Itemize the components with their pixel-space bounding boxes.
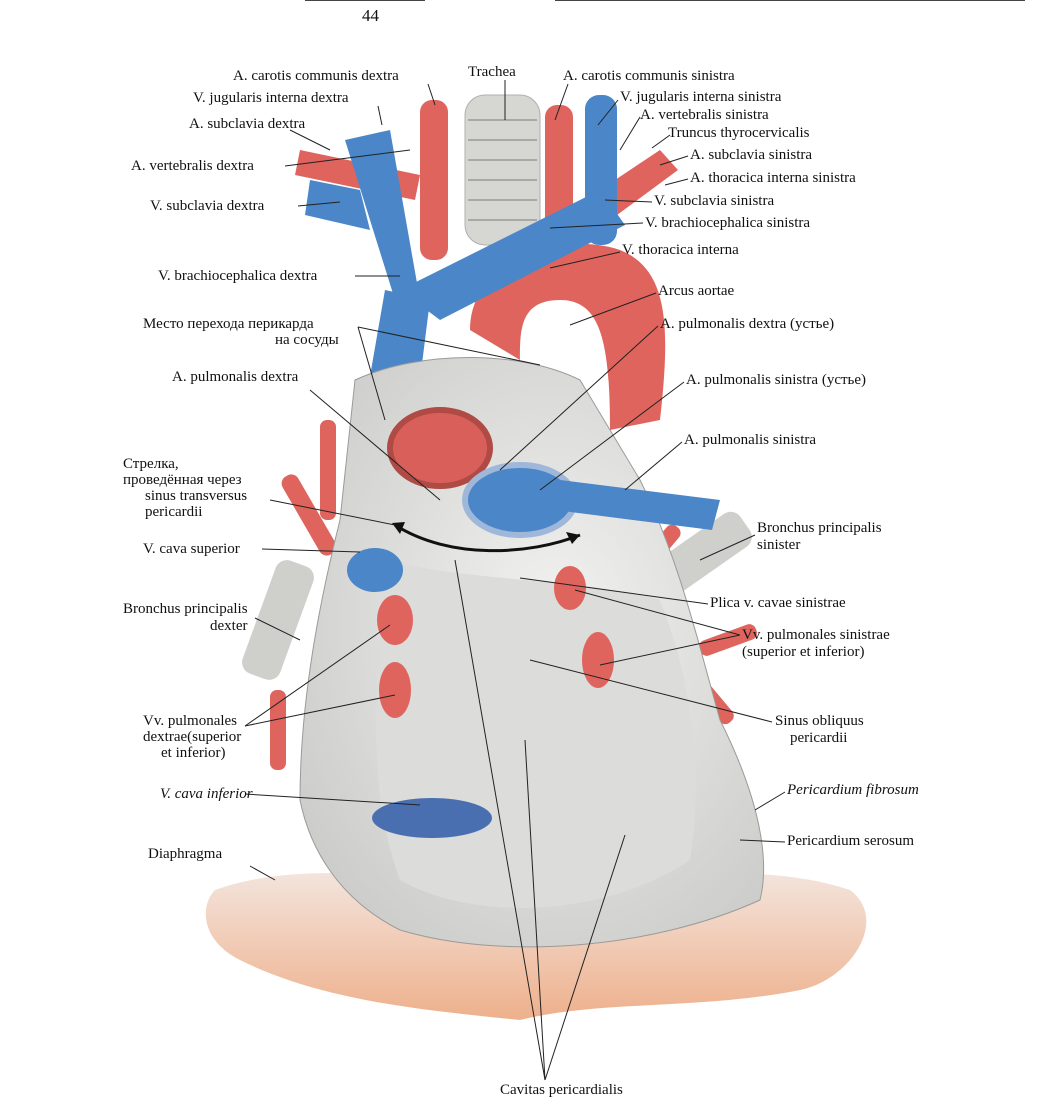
label-arcus: Arcus aortae bbox=[658, 283, 735, 299]
vv-pulmonales-dextrae-inferior bbox=[379, 662, 411, 718]
vena-subclavia-dextra bbox=[305, 180, 370, 230]
label-strelka-2: проведённая через bbox=[123, 472, 242, 488]
aortic-arch bbox=[470, 243, 666, 430]
label-cava-sup: V. cava superior bbox=[143, 541, 240, 557]
label-vv-dex-1: Vv. pulmonales bbox=[143, 713, 238, 729]
posterior-wall bbox=[376, 560, 696, 908]
vv-pulmonales-dextrae-superior bbox=[377, 595, 413, 645]
page-number: 44 bbox=[362, 6, 379, 25]
arrowhead bbox=[566, 532, 580, 544]
label-thoracica-v: V. thoracica interna bbox=[622, 242, 739, 258]
label-brachio-sinistra: V. brachiocephalica sinistra bbox=[645, 215, 811, 231]
label-vv-dex-3: et inferior) bbox=[161, 745, 226, 761]
label-v-subclavia-sinistra: V. subclavia sinistra bbox=[654, 193, 775, 209]
label-sinus-obl-1: Sinus obliquus bbox=[775, 713, 864, 729]
label-a-subclavia-sinistra: A. subclavia sinistra bbox=[690, 147, 813, 163]
sinus-transversus-arrow bbox=[394, 523, 581, 553]
a-pulmonalis-sinistra bbox=[555, 480, 720, 530]
label-sinus-obl-2: pericardii bbox=[790, 730, 848, 746]
lung-arteries-right bbox=[270, 420, 337, 770]
a-pulmonalis-dextra-opening bbox=[387, 407, 493, 489]
arrowtail bbox=[392, 522, 405, 534]
bronchus-dexter bbox=[242, 560, 314, 680]
label-vv-sin-1: Vv. pulmonales sinistrae bbox=[742, 627, 890, 643]
label-diaphragma: Diaphragma bbox=[148, 846, 223, 862]
label-strelka-3: sinus transversus bbox=[145, 488, 248, 504]
label-mesto-2: на сосуды bbox=[275, 332, 339, 348]
label-v-subclavia-dextra: V. subclavia dextra bbox=[150, 198, 265, 214]
label-carotis-dextra: A. carotis communis dextra bbox=[233, 68, 399, 84]
label-pulm-dextra-ustie: A. pulmonalis dextra (устье) bbox=[660, 316, 835, 332]
label-jugularis-sinistra: V. jugularis interna sinistra bbox=[620, 89, 782, 105]
label-a-subclavia-dextra: A. subclavia dextra bbox=[189, 116, 306, 132]
label-bronchus-sin-2: sinister bbox=[757, 537, 801, 553]
vena-brachiocephalica-dextra bbox=[345, 130, 420, 300]
vv-pulmonales-sinistrae-superior bbox=[554, 566, 586, 610]
label-pulm-sinistra: A. pulmonalis sinistra bbox=[684, 432, 817, 448]
label-strelka-1: Стрелка, bbox=[123, 456, 179, 472]
label-vertebralis-sinistra: A. vertebralis sinistra bbox=[640, 107, 769, 123]
label-strelka-4: pericardii bbox=[145, 504, 203, 520]
leader-lines bbox=[244, 80, 786, 1081]
label-thoracica-a-sinistra: A. thoracica interna sinistra bbox=[690, 170, 856, 186]
trachea bbox=[464, 94, 541, 246]
label-brachio-dextra: V. brachiocephalica dextra bbox=[158, 268, 318, 284]
v-cava-inferior-opening bbox=[372, 798, 492, 838]
label-trachea: Trachea bbox=[468, 64, 516, 80]
label-plica: Plica v. cavae sinistrae bbox=[710, 595, 846, 611]
label-peri-ser: Pericardium serosum bbox=[787, 833, 915, 849]
label-bronchus-dex-1: Bronchus principalis bbox=[123, 601, 248, 617]
label-carotis-sinistra: A. carotis communis sinistra bbox=[563, 68, 735, 84]
label-peri-fib: Pericardium fibrosum bbox=[787, 782, 919, 798]
label-pulm-sinistra-ustie: A. pulmonalis sinistra (устье) bbox=[686, 372, 867, 388]
page-top-rule bbox=[0, 0, 1052, 2]
label-bronchus-dex-2: dexter bbox=[210, 618, 248, 634]
label-truncus: Truncus thyrocervicalis bbox=[668, 125, 810, 141]
vena-brachiocephalica-sinistra bbox=[400, 190, 625, 320]
vv-pulmonales-sinistrae-inferior bbox=[582, 632, 614, 688]
label-vv-dex-2: dextrae(superior bbox=[143, 729, 242, 745]
label-cava-inf: V. cava inferior bbox=[160, 786, 253, 802]
label-bronchus-sin-1: Bronchus principalis bbox=[757, 520, 882, 536]
label-vv-sin-2: (superior et inferior) bbox=[742, 644, 865, 660]
label-cavitas: Cavitas pericardialis bbox=[500, 1082, 623, 1098]
label-mesto-1: Место перехода перикарда bbox=[143, 316, 314, 332]
label-vertebralis-dextra: A. vertebralis dextra bbox=[131, 158, 254, 174]
v-cava-superior-opening bbox=[347, 548, 403, 592]
vena-jugularis-sinistra bbox=[585, 95, 617, 245]
label-pulm-dextra: A. pulmonalis dextra bbox=[172, 369, 299, 385]
label-jugularis-dextra: V. jugularis interna dextra bbox=[193, 90, 349, 106]
carotis-dextra bbox=[420, 100, 448, 260]
